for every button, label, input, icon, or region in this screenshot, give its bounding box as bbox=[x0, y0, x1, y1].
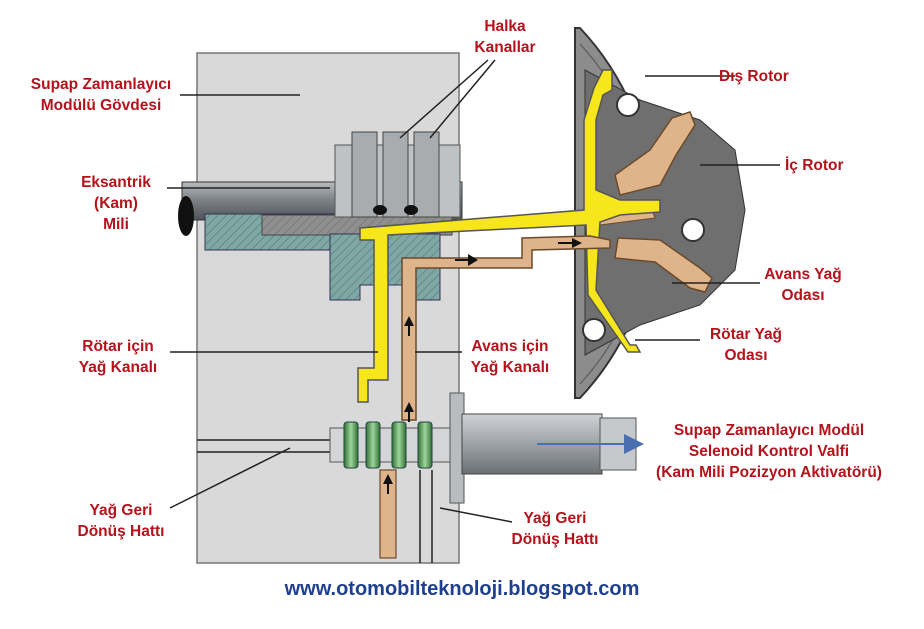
solenoid-label: Supap Zamanlayıcı Modül Selenoid Kontrol… bbox=[656, 422, 882, 481]
return-line-right-label: Yağ Geri Dönüş Hattı bbox=[511, 510, 599, 548]
advance-oil-channel bbox=[379, 235, 611, 559]
module-body-label: Supap Zamanlayıcı Modülü Gövdesi bbox=[30, 76, 172, 114]
camshaft-label: Eksantrik (Kam) Mili bbox=[81, 174, 151, 233]
retard-channel-label: Rötar için Yağ Kanalı bbox=[78, 338, 158, 376]
retard-oil-channel bbox=[357, 69, 661, 403]
leader-lines bbox=[167, 59, 780, 523]
advance-channel-label: Avans için Yağ Kanalı bbox=[470, 338, 550, 376]
oil-return-lines bbox=[197, 439, 433, 563]
return-line-left-label: Yağ Geri Dönüş Hattı bbox=[77, 502, 165, 540]
retard-chamber-label: Rötar Yağ Odası bbox=[709, 326, 783, 364]
advance-chamber-label: Avans Yağ Odası bbox=[764, 266, 842, 304]
outer-rotor-label: Dış Rotor bbox=[719, 68, 789, 85]
website-link[interactable]: www.otomobilteknoloji.blogspot.com bbox=[284, 578, 640, 600]
inner-rotor-label: İç Rotor bbox=[785, 157, 844, 174]
ring-channels-label: Halka Kanallar bbox=[474, 18, 536, 56]
ring-channels bbox=[334, 131, 461, 218]
solenoid-valve bbox=[329, 392, 644, 504]
